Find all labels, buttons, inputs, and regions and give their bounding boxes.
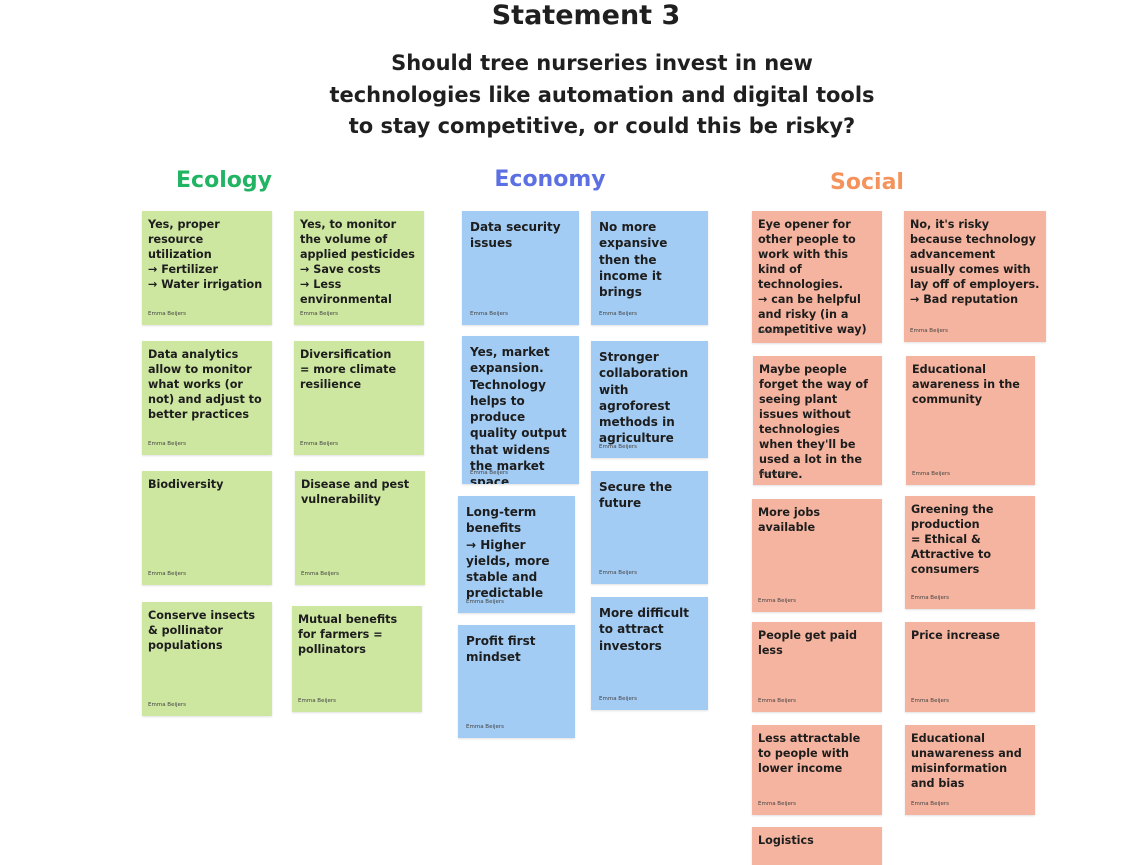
- sticky-note-economy[interactable]: More difficult to attract investors Emma…: [591, 597, 708, 710]
- note-text: Stronger collaboration with agroforest m…: [599, 350, 689, 446]
- note-text: Logistics: [758, 834, 814, 847]
- sticky-note-ecology[interactable]: Conserve insects & pollinator population…: [142, 602, 272, 716]
- sticky-note-social[interactable]: Educational unawareness and misinformati…: [905, 725, 1035, 815]
- note-text: Educational awareness in the community: [912, 363, 1020, 406]
- sticky-note-economy[interactable]: Long-term benefits → Higher yields, more…: [458, 496, 575, 613]
- note-author: Emma Beijers: [301, 571, 340, 577]
- note-author: Emma Beijers: [298, 698, 337, 704]
- sticky-note-ecology[interactable]: Biodiversity Emma Beijers: [142, 471, 272, 585]
- note-author: Emma Beijers: [148, 311, 187, 317]
- note-author: Emma Beijers: [470, 470, 509, 476]
- note-author: Emma Beijers: [599, 311, 638, 317]
- note-author: Emma Beijers: [148, 571, 187, 577]
- sticky-note-social[interactable]: People get paid less Emma Beijers: [752, 622, 882, 712]
- sticky-note-social[interactable]: Eye opener for other people to work with…: [752, 211, 882, 343]
- note-text: Conserve insects & pollinator population…: [148, 609, 256, 652]
- note-text: Long-term benefits → Higher yields, more…: [466, 505, 550, 601]
- note-text: Diversification = more climate resilienc…: [300, 348, 397, 391]
- note-author: Emma Beijers: [759, 471, 798, 477]
- note-text: Yes, to monitor the volume of applied pe…: [300, 218, 415, 306]
- sticky-note-ecology[interactable]: Yes, to monitor the volume of applied pe…: [294, 211, 424, 325]
- note-text: Eye opener for other people to work with…: [758, 218, 867, 336]
- note-author: Emma Beijers: [758, 698, 797, 704]
- note-text: Disease and pest vulnerability: [301, 478, 410, 506]
- note-author: Emma Beijers: [758, 598, 797, 604]
- sticky-note-social[interactable]: Educational awareness in the community E…: [906, 356, 1035, 485]
- note-text: No, it's risky because technology advanc…: [910, 218, 1040, 306]
- sticky-note-ecology[interactable]: Mutual benefits for farmers = pollinator…: [292, 606, 422, 712]
- category-social-heading: Social: [830, 170, 904, 195]
- note-text: Biodiversity: [148, 478, 224, 491]
- sticky-note-economy[interactable]: Data security issues Emma Beijers: [462, 211, 579, 325]
- sticky-note-economy[interactable]: No more expansive then the income it bri…: [591, 211, 708, 325]
- note-text: Greening the production = Ethical & Attr…: [911, 503, 994, 576]
- sticky-note-economy[interactable]: Secure the future Emma Beijers: [591, 471, 708, 584]
- sticky-note-social[interactable]: No, it's risky because technology advanc…: [904, 211, 1046, 342]
- note-author: Emma Beijers: [912, 471, 951, 477]
- note-text: Profit first mindset: [466, 634, 536, 665]
- note-text: No more expansive then the income it bri…: [599, 220, 668, 300]
- note-text: Yes, market expansion. Technology helps …: [470, 345, 567, 484]
- sticky-note-ecology[interactable]: Data analytics allow to monitor what wor…: [142, 341, 272, 455]
- note-author: Emma Beijers: [910, 328, 949, 334]
- note-text: Mutual benefits for farmers = pollinator…: [298, 613, 398, 656]
- sticky-note-social[interactable]: Less attractable to people with lower in…: [752, 725, 882, 815]
- sticky-note-economy[interactable]: Profit first mindset Emma Beijers: [458, 625, 575, 738]
- note-text: Less attractable to people with lower in…: [758, 732, 861, 775]
- note-author: Emma Beijers: [148, 702, 187, 708]
- note-author: Emma Beijers: [466, 599, 505, 605]
- note-text: More difficult to attract investors: [599, 606, 690, 653]
- category-economy-heading: Economy: [494, 167, 606, 192]
- note-author: Emma Beijers: [466, 724, 505, 730]
- sticky-note-social[interactable]: Price increase Emma Beijers: [905, 622, 1035, 712]
- note-author: Emma Beijers: [300, 441, 339, 447]
- note-author: Emma Beijers: [758, 801, 797, 807]
- category-ecology-heading: Ecology: [176, 168, 272, 193]
- note-author: Emma Beijers: [911, 698, 950, 704]
- note-text: Maybe people forget the way of seeing pl…: [759, 363, 868, 481]
- sticky-note-social[interactable]: More jobs available Emma Beijers: [752, 499, 882, 612]
- note-author: Emma Beijers: [911, 801, 950, 807]
- note-author: Emma Beijers: [599, 696, 638, 702]
- sticky-note-ecology[interactable]: Disease and pest vulnerability Emma Beij…: [295, 471, 425, 585]
- note-text: Yes, proper resource utilization → Ferti…: [148, 218, 263, 291]
- note-text: Secure the future: [599, 480, 673, 511]
- statement-question: Should tree nurseries invest in new tech…: [329, 51, 875, 138]
- sticky-note-social[interactable]: Logistics: [752, 827, 882, 865]
- sticky-note-social[interactable]: Maybe people forget the way of seeing pl…: [753, 356, 882, 485]
- sticky-note-economy[interactable]: Yes, market expansion. Technology helps …: [462, 336, 579, 484]
- note-text: More jobs available: [758, 506, 821, 534]
- note-text: Educational unawareness and misinformati…: [911, 732, 1022, 790]
- note-text: Data analytics allow to monitor what wor…: [148, 348, 262, 421]
- note-author: Emma Beijers: [599, 570, 638, 576]
- note-text: People get paid less: [758, 629, 858, 657]
- sticky-note-ecology[interactable]: Yes, proper resource utilization → Ferti…: [142, 211, 272, 325]
- note-author: Emma Beijers: [470, 311, 509, 317]
- note-text: Data security issues: [470, 220, 561, 251]
- note-author: Emma Beijers: [758, 329, 797, 335]
- note-text: Price increase: [911, 629, 1000, 642]
- note-author: Emma Beijers: [911, 595, 950, 601]
- sticky-note-economy[interactable]: Stronger collaboration with agroforest m…: [591, 341, 708, 458]
- statement-title: Statement 3: [491, 0, 681, 31]
- note-author: Emma Beijers: [599, 444, 638, 450]
- sticky-note-social[interactable]: Greening the production = Ethical & Attr…: [905, 496, 1035, 609]
- sticky-note-ecology[interactable]: Diversification = more climate resilienc…: [294, 341, 424, 455]
- note-author: Emma Beijers: [148, 441, 187, 447]
- note-author: Emma Beijers: [300, 311, 339, 317]
